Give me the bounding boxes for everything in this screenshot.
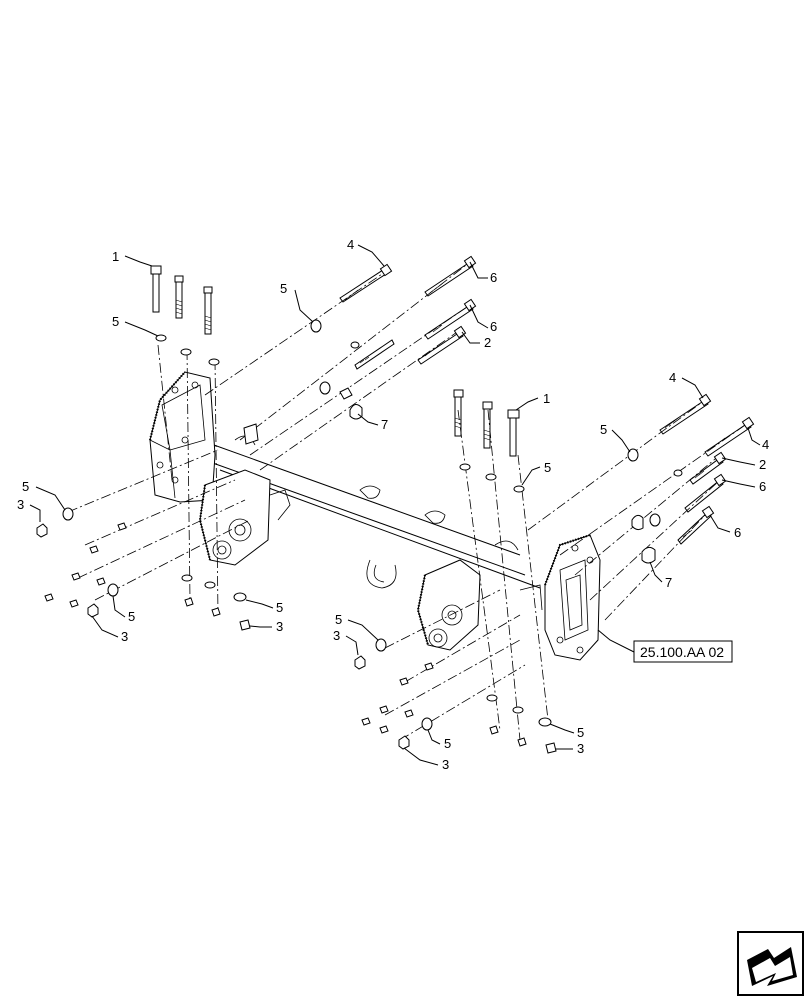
callout-5: 5 <box>544 460 551 475</box>
next-page-arrow-icon[interactable] <box>737 931 804 996</box>
callout-1: 1 <box>543 391 550 406</box>
right-bracket <box>416 533 601 661</box>
callout-3: 3 <box>333 628 340 643</box>
callout-4: 4 <box>347 237 354 252</box>
callout-6: 6 <box>490 319 497 334</box>
callout-7: 7 <box>665 575 672 590</box>
left-fasteners <box>36 255 477 631</box>
callout-5: 5 <box>335 612 342 627</box>
callout-6: 6 <box>759 479 766 494</box>
callout-5: 5 <box>280 281 287 296</box>
callout-5: 5 <box>128 609 135 624</box>
callout-2: 2 <box>759 457 766 472</box>
callout-5: 5 <box>276 600 283 615</box>
reference-label-box[interactable]: 25.100.AA 02 <box>633 640 733 663</box>
callout-5: 5 <box>22 479 29 494</box>
callout-3: 3 <box>17 497 24 512</box>
callout-3: 3 <box>442 757 449 772</box>
reference-label[interactable]: 25.100.AA 02 <box>640 644 724 660</box>
callout-3: 3 <box>121 629 128 644</box>
callout-6: 6 <box>734 525 741 540</box>
callout-5: 5 <box>444 736 451 751</box>
callout-2: 2 <box>484 335 491 350</box>
left-bracket <box>148 371 291 566</box>
callout-7: 7 <box>381 417 388 432</box>
callout-4: 4 <box>669 370 676 385</box>
callout-leaders <box>29 244 761 766</box>
callout-3: 3 <box>276 619 283 634</box>
callout-numbers: 1 5 5 4 6 6 2 7 5 3 5 3 5 3 1 5 5 4 4 2 … <box>17 237 769 772</box>
callout-6: 6 <box>490 270 497 285</box>
callout-4: 4 <box>762 437 769 452</box>
callout-1: 1 <box>112 249 119 264</box>
callout-3: 3 <box>577 741 584 756</box>
assembly-center-lines <box>67 261 749 741</box>
callout-5: 5 <box>600 422 607 437</box>
callout-5: 5 <box>577 725 584 740</box>
callout-5: 5 <box>112 314 119 329</box>
